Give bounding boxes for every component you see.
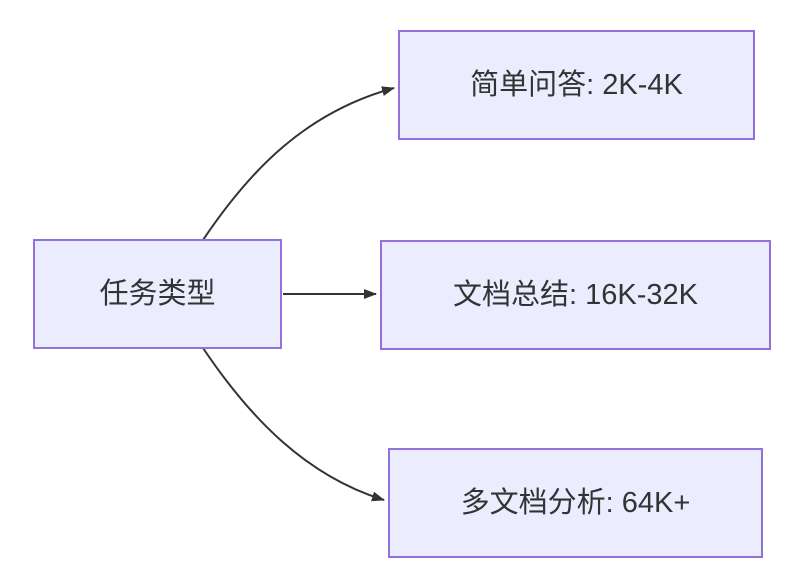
node-simple-qa: 简单问答: 2K-4K bbox=[398, 30, 755, 140]
node-simple-qa-label: 简单问答: 2K-4K bbox=[470, 68, 683, 101]
node-multidoc-analysis-label: 多文档分析: 64K+ bbox=[460, 486, 691, 519]
edge-root-to-multidoc-analysis bbox=[202, 347, 385, 502]
node-task-type: 任务类型 bbox=[33, 239, 282, 349]
node-multidoc-analysis: 多文档分析: 64K+ bbox=[388, 448, 763, 558]
node-doc-summary-label: 文档总结: 16K-32K bbox=[453, 278, 698, 311]
node-doc-summary: 文档总结: 16K-32K bbox=[380, 240, 771, 350]
node-task-type-label: 任务类型 bbox=[99, 277, 216, 310]
edge-root-to-simple-qa bbox=[202, 86, 395, 241]
